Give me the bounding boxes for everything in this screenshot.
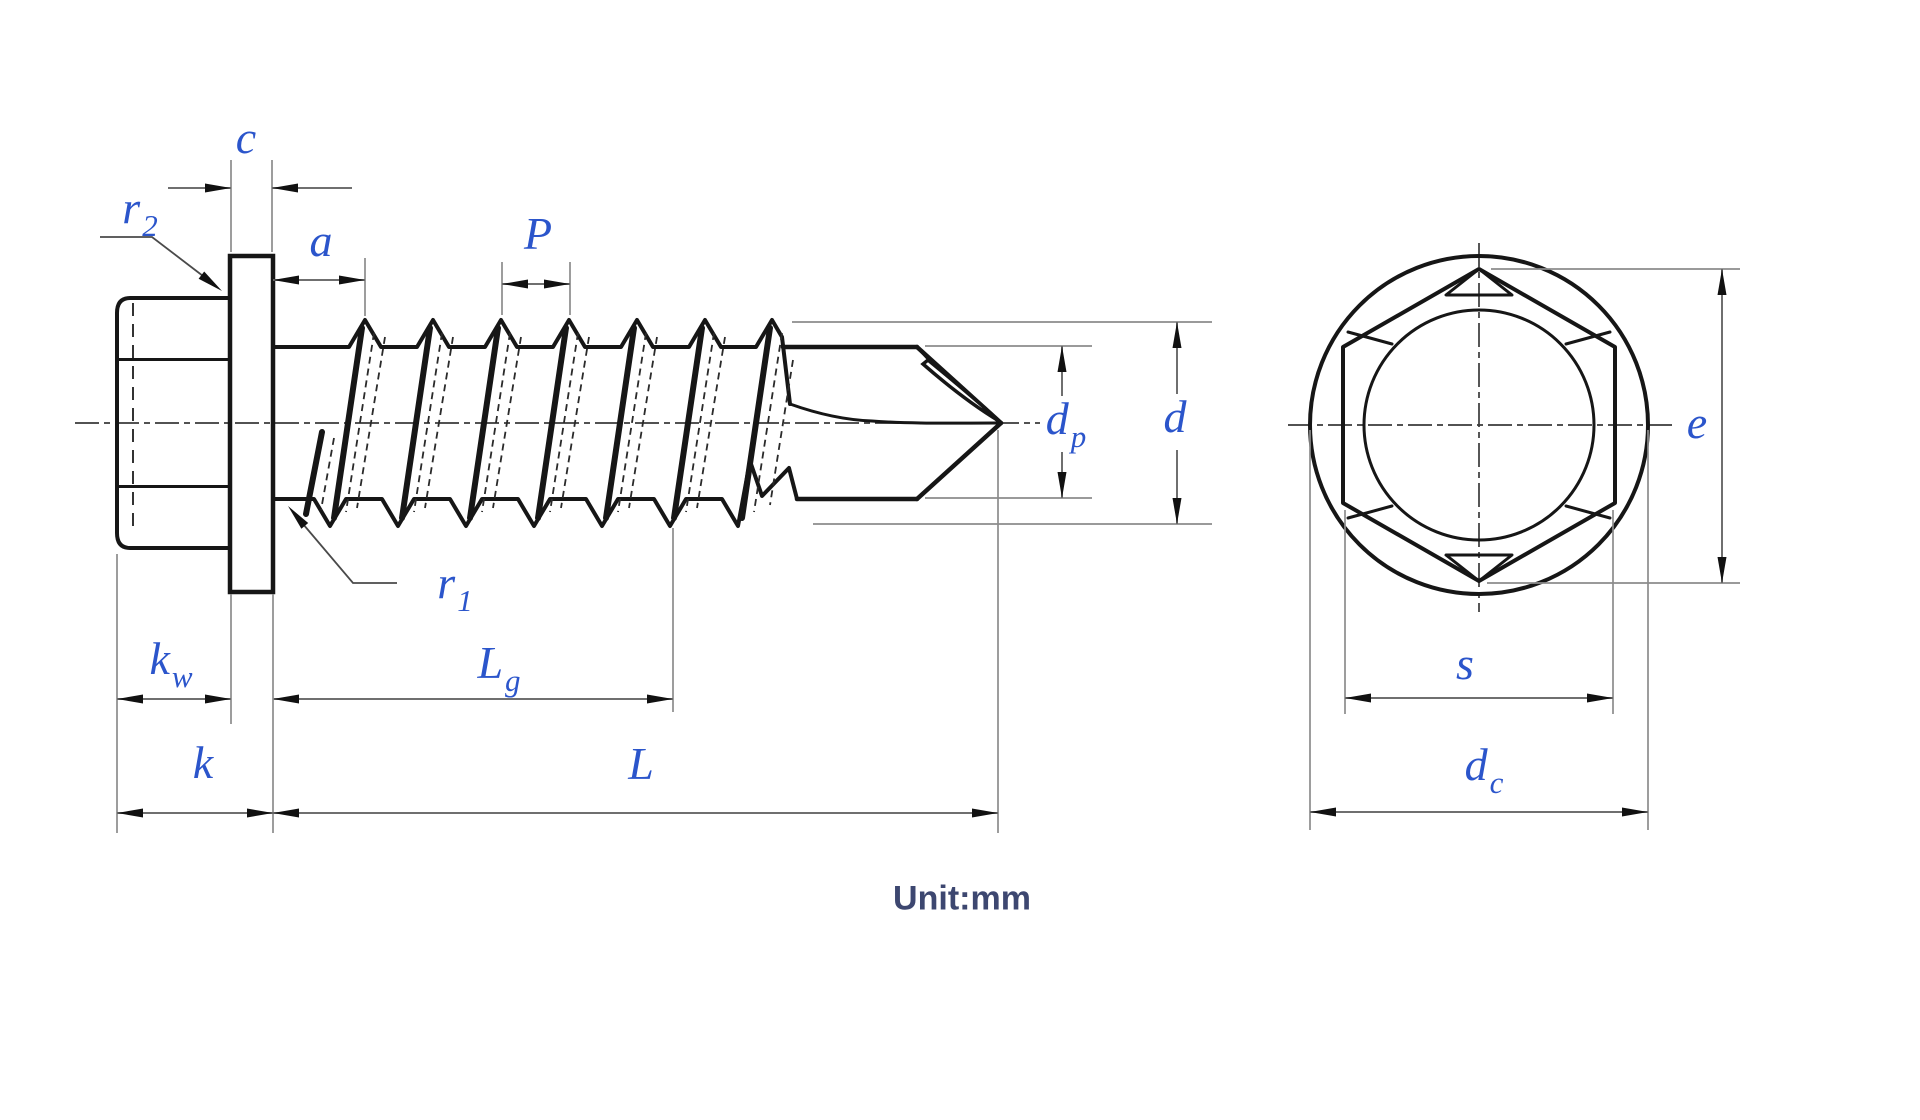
- label-dc: dc: [1464, 739, 1504, 800]
- leader-r1: [288, 506, 397, 584]
- label-c: c: [235, 112, 257, 163]
- leader-r2: [100, 236, 222, 291]
- label-L: L: [628, 738, 654, 789]
- label-e: e: [1686, 397, 1708, 448]
- dimension-e: [1487, 268, 1740, 584]
- dimension-L: [273, 430, 999, 833]
- label-Lg: Lg: [477, 637, 521, 698]
- thread: [271, 318, 799, 528]
- hex-head-side: [115, 296, 232, 550]
- dimension-c: [168, 160, 352, 252]
- dimension-a: [273, 258, 366, 316]
- label-r2: r2: [122, 182, 158, 243]
- end-view: [1288, 243, 1740, 830]
- label-d: d: [1158, 394, 1194, 450]
- dimension-P: [501, 262, 571, 315]
- label-s: s: [1456, 638, 1474, 689]
- drill-point: [780, 344, 1004, 502]
- dimension-k: [117, 594, 274, 833]
- label-P: P: [523, 208, 553, 259]
- label-r1: r1: [437, 557, 473, 618]
- inner-circle: [1362, 308, 1596, 542]
- label-k: k: [192, 737, 214, 788]
- flange-circle: [1308, 254, 1650, 596]
- flute-edge: [788, 402, 999, 425]
- label-a: a: [309, 215, 333, 266]
- cutting-lip: [920, 357, 1001, 423]
- label-dp: dp: [1040, 396, 1092, 452]
- corner-chamfers: [1346, 267, 1612, 583]
- dimension-s: [1344, 510, 1614, 714]
- washer-flange: [227, 253, 276, 595]
- dimension-dc: [1309, 430, 1649, 830]
- dimension-Lg: [273, 528, 674, 712]
- unit-note: Unit:mm: [893, 879, 1031, 918]
- dimension-kw: [116, 554, 232, 833]
- label-kw: kw: [149, 633, 193, 694]
- side-view: [75, 160, 1212, 833]
